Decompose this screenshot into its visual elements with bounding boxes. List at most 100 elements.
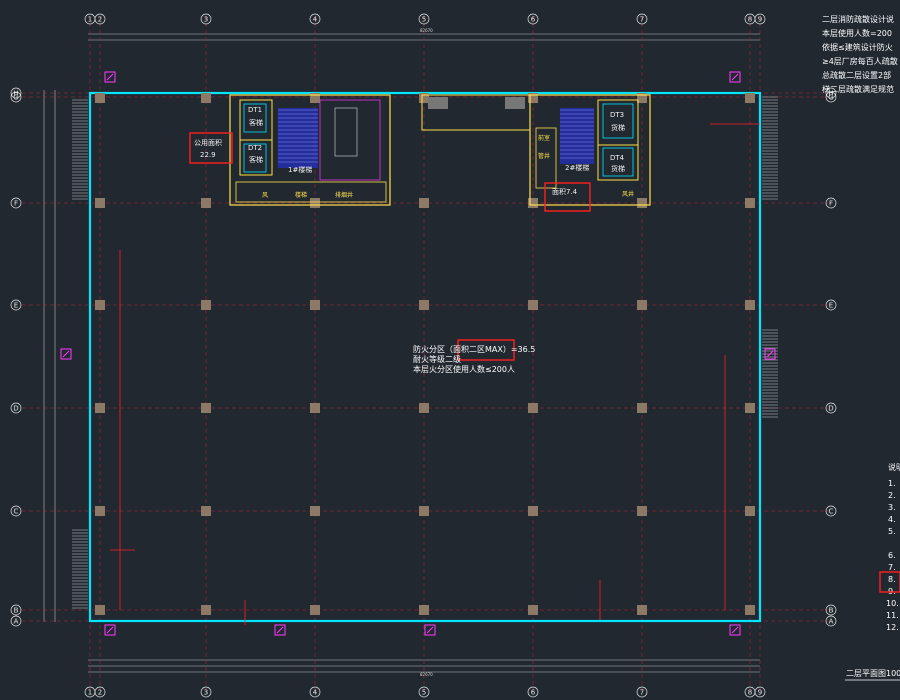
section-marker bbox=[729, 624, 741, 636]
axis-bottom-7-text: 7 bbox=[640, 689, 644, 697]
column bbox=[310, 506, 320, 516]
axis-right-E-text: E bbox=[829, 302, 833, 310]
callout-leaders bbox=[110, 123, 760, 625]
right-legend-12: 12. bbox=[886, 623, 899, 632]
axis-left-A: A bbox=[10, 615, 22, 627]
elevator-dt3-sub: 货梯 bbox=[611, 123, 625, 132]
right-notes-top: 二层消防疏散设计说 本层使用人数=200 依据≤建筑设计防火 ≥4层厂房每百人疏… bbox=[822, 14, 898, 94]
column bbox=[201, 93, 211, 103]
axis-right-B-text: B bbox=[829, 607, 834, 615]
elevator-dt1-sub: 客梯 bbox=[249, 118, 263, 127]
column bbox=[528, 403, 538, 413]
column bbox=[419, 605, 429, 615]
axis-left-B-text: B bbox=[14, 607, 19, 615]
column bbox=[637, 403, 647, 413]
right-legend-11: 11. bbox=[886, 611, 899, 620]
window-strips bbox=[72, 96, 778, 609]
axis-left-F-text: F bbox=[14, 200, 18, 208]
column bbox=[528, 300, 538, 310]
axis-right-H: H bbox=[825, 87, 837, 99]
right-note-5: 总疏散二层设置2部 bbox=[822, 70, 891, 80]
right-legend-7: 7. bbox=[888, 563, 896, 572]
column bbox=[201, 605, 211, 615]
fire-zone-note-line-2: 耐火等级二级 bbox=[413, 354, 461, 364]
axis-bottom-5: 5 bbox=[418, 686, 430, 698]
axis-top-4-text: 4 bbox=[313, 16, 318, 24]
axis-bottom-5-text: 5 bbox=[422, 689, 426, 697]
column bbox=[310, 403, 320, 413]
axis-top-6: 6 bbox=[527, 13, 539, 25]
column bbox=[637, 198, 647, 208]
magenta-markers bbox=[60, 71, 776, 636]
core-left-small-label-1: 风 bbox=[262, 192, 268, 199]
elevator-dt1-car bbox=[243, 103, 267, 133]
elevator-dt4-label: DT4 bbox=[610, 154, 625, 162]
column bbox=[419, 403, 429, 413]
right-legend-title: 说明 bbox=[888, 462, 900, 472]
right-note-2: 本层使用人数=200 bbox=[822, 28, 892, 38]
axis-bottom-4-text: 4 bbox=[313, 689, 318, 697]
axis-left-C: C bbox=[10, 505, 22, 517]
axis-top-9: 9 bbox=[754, 13, 766, 25]
axis-left-H-text: H bbox=[13, 90, 18, 98]
axis-bottom-9: 9 bbox=[754, 686, 766, 698]
axis-left-C-text: C bbox=[14, 508, 19, 516]
column bbox=[95, 506, 105, 516]
right-note-3: 依据≤建筑设计防火 bbox=[822, 42, 893, 52]
core-left: DT1 客梯 DT2 客梯 1#楼梯 风 楼梯 排烟井 bbox=[229, 94, 391, 206]
column bbox=[745, 506, 755, 516]
axis-left-D: D bbox=[10, 402, 22, 414]
axis-top-4: 4 bbox=[309, 13, 321, 25]
toilet-area bbox=[319, 99, 381, 181]
section-marker bbox=[104, 624, 116, 636]
axis-right-D-text: D bbox=[828, 405, 833, 413]
column bbox=[745, 198, 755, 208]
right-legend-1: 1. bbox=[888, 479, 896, 488]
axis-bottom-3-text: 3 bbox=[204, 689, 208, 697]
axis-bottom-2: 2 bbox=[94, 686, 106, 698]
axis-top-2-text: 2 bbox=[98, 16, 102, 24]
right-legend-8: 8. bbox=[888, 575, 896, 584]
axis-left-G: G bbox=[10, 91, 22, 103]
column bbox=[201, 300, 211, 310]
column bbox=[201, 198, 211, 208]
elevator-dt2-shaft bbox=[239, 139, 273, 176]
section-marker bbox=[60, 348, 72, 360]
axis-left-E-text: E bbox=[14, 302, 18, 310]
axis-left-G-text: G bbox=[13, 94, 18, 102]
axis-left-A-text: A bbox=[14, 618, 19, 626]
fire-zone-note-line-1: 防火分区（面积二区MAX）=36.5 bbox=[413, 344, 535, 354]
stair-2-label: 2#楼梯 bbox=[565, 163, 589, 172]
section-marker bbox=[274, 624, 286, 636]
public-area-box bbox=[189, 132, 233, 164]
section-marker bbox=[104, 71, 116, 83]
public-area-tag: 公用面积 22.9 bbox=[189, 132, 233, 164]
elevator-dt3-car bbox=[602, 103, 634, 139]
section-marker bbox=[424, 624, 436, 636]
axis-top-8-text: 8 bbox=[748, 16, 752, 24]
right-legend-6: 6. bbox=[888, 551, 896, 560]
top-service-room-equipment-2 bbox=[505, 97, 525, 109]
column bbox=[95, 198, 105, 208]
axis-top-9-text: 9 bbox=[758, 16, 762, 24]
axis-right-C-text: C bbox=[829, 508, 834, 516]
axis-right-F: F bbox=[825, 197, 837, 209]
core-left-service-rooms bbox=[235, 181, 387, 203]
column bbox=[419, 300, 429, 310]
column bbox=[637, 300, 647, 310]
plan-title-block: 二层平面图 100 bbox=[845, 669, 900, 681]
column bbox=[528, 605, 538, 615]
right-legend-2: 2. bbox=[888, 491, 896, 500]
axis-right-G: G bbox=[825, 91, 837, 103]
axis-right-A-text: A bbox=[829, 618, 834, 626]
core-right-small-label-3: 风井 bbox=[622, 190, 634, 198]
right-note-6: 梯二层疏散满足规范 bbox=[822, 84, 894, 94]
axis-right-B: B bbox=[825, 604, 837, 616]
hall-area-label: 面积7.4 bbox=[552, 187, 578, 196]
column bbox=[95, 403, 105, 413]
axis-bottom-8-text: 8 bbox=[748, 689, 752, 697]
right-legend-10: 10. bbox=[886, 599, 899, 608]
bottom-total-dimension: 82670 bbox=[420, 672, 433, 677]
